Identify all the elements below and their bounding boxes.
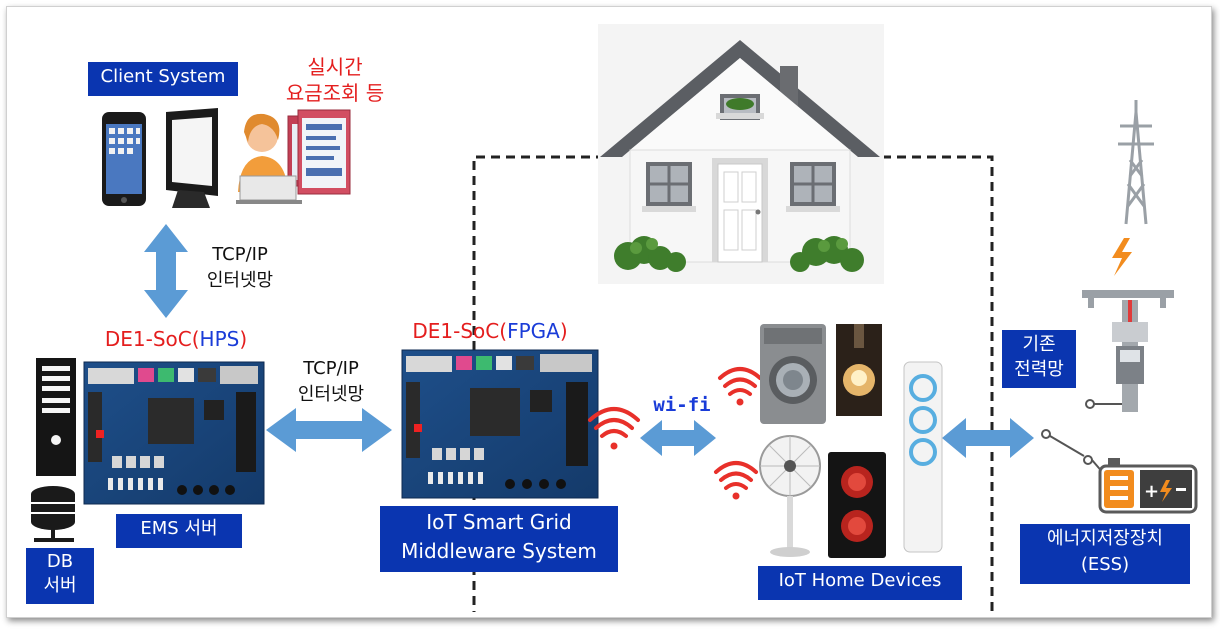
induction-cooktop-icon xyxy=(828,452,886,558)
ess-line1: 에너지저장장치 xyxy=(1047,528,1163,549)
smartphone-icon xyxy=(102,112,146,206)
vertical-tcpip-arrow xyxy=(144,224,188,318)
client-note: 실시간 요금조회 등 xyxy=(270,54,400,106)
lightning-bolt-icon xyxy=(1112,238,1132,276)
de1-soc-hps-board-icon xyxy=(83,361,265,505)
battery-ess-icon: + xyxy=(1098,458,1198,514)
ess-line2: (ESS) xyxy=(1080,554,1130,575)
washing-machine-icon xyxy=(760,324,826,424)
server-tower-icon xyxy=(36,358,76,476)
middleware-line2: Middleware System xyxy=(401,539,597,563)
air-conditioner-icon xyxy=(903,361,943,553)
fpga-title: DE1-SoC(FPGA) xyxy=(390,318,590,344)
hps-title: DE1-SoC(HPS) xyxy=(86,326,266,352)
client-note-line1: 실시간 xyxy=(307,55,363,79)
client-note-line2: 요금조회 등 xyxy=(285,81,385,105)
iot-home-devices-label: IoT Home Devices xyxy=(758,566,962,600)
ess-switch-icon xyxy=(1041,429,1105,475)
fpga-title-mode: FPGA xyxy=(507,319,560,343)
wifi-signal-icon-3 xyxy=(714,461,758,500)
electric-fan-icon xyxy=(759,435,821,557)
de1-soc-fpga-board-icon xyxy=(401,349,599,499)
house-icon xyxy=(598,24,884,284)
monitor-icon xyxy=(166,108,218,208)
database-icon xyxy=(31,486,75,542)
utility-pole-meter-icon xyxy=(1082,290,1174,412)
db-server-label: DB 서버 xyxy=(26,548,94,604)
client-system-label: Client System xyxy=(88,62,238,96)
hps-title-prefix: DE1-SoC( xyxy=(104,327,200,351)
transmission-tower-icon xyxy=(1118,100,1154,225)
wifi-label: wi-fi xyxy=(653,394,711,416)
wifi-signal-icon xyxy=(588,407,640,450)
vertical-link-line2: 인터넷망 xyxy=(206,270,274,291)
hps-title-suffix: ) xyxy=(239,327,248,351)
ems-server-label: EMS 서버 xyxy=(116,514,242,548)
middleware-system-label: IoT Smart Grid Middleware System xyxy=(380,506,618,572)
light-bulb-icon xyxy=(836,324,882,416)
existing-grid-line1: 기존 xyxy=(1022,334,1056,355)
wifi-signal-icon-2 xyxy=(718,367,762,406)
db-server-line2: 서버 xyxy=(43,575,77,596)
middleware-line1: IoT Smart Grid xyxy=(426,510,572,534)
operator-monitoring-icon xyxy=(236,109,351,204)
existing-grid-line2: 전력망 xyxy=(1014,359,1064,380)
horizontal-tcpip-arrow xyxy=(266,408,392,452)
fpga-title-prefix: DE1-SoC( xyxy=(412,319,508,343)
ess-label: 에너지저장장치 (ESS) xyxy=(1020,524,1190,584)
db-server-line1: DB xyxy=(46,551,74,572)
ess-arrow xyxy=(942,418,1034,458)
horizontal-link-line2: 인터넷망 xyxy=(297,384,365,405)
hps-title-mode: HPS xyxy=(199,327,240,351)
horizontal-link-line1: TCP/IP xyxy=(303,358,359,379)
horizontal-link-label: TCP/IP 인터넷망 xyxy=(284,356,378,408)
vertical-link-label: TCP/IP 인터넷망 xyxy=(190,242,290,294)
svg-text:+: + xyxy=(1144,481,1159,502)
existing-grid-label: 기존 전력망 xyxy=(1002,330,1076,388)
fpga-title-suffix: ) xyxy=(559,319,568,343)
vertical-link-line1: TCP/IP xyxy=(212,244,268,265)
wifi-arrow xyxy=(640,420,716,456)
house-boundary-dashed-line xyxy=(472,155,994,612)
